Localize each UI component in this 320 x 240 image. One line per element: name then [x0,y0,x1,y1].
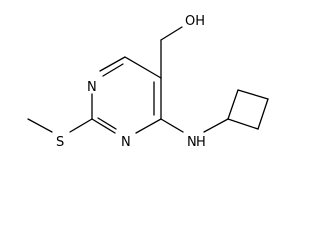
atom-labels: OH N N S N H [56,14,206,150]
bond-s-ch3 [27,118,53,133]
label-amine-h: H [196,135,206,150]
bond-c6-n1 [99,56,126,72]
bond-n3-c4 [135,118,162,134]
bond-c2-n3 [91,118,116,134]
label-amine-n: N [187,135,197,150]
structure-drawing: OH N N S N H [27,14,269,150]
label-ring-n-bottom: N [121,135,131,150]
bond-cb1-cb2 [227,89,239,120]
bond-cb2-cb3 [237,89,269,100]
label-hydroxyl: OH [185,14,205,29]
bond-c2-n3-inner [97,117,117,130]
bonds [27,26,269,134]
chemical-structure-figure: OH N N S N H [27,14,269,150]
bond-c4-n [160,118,184,133]
label-ring-n-top: N [87,80,97,95]
bond-c2-s [69,118,93,133]
label-sulfur: S [56,135,64,150]
bond-n-cyclobutyl [203,118,229,133]
bond-c5-c6 [124,56,162,79]
bond-cb3-cb4 [257,98,269,130]
bond-cb4-cb1 [227,118,259,130]
bond-c6-n1-inner [102,63,124,77]
bond-ch2-o [160,26,183,41]
